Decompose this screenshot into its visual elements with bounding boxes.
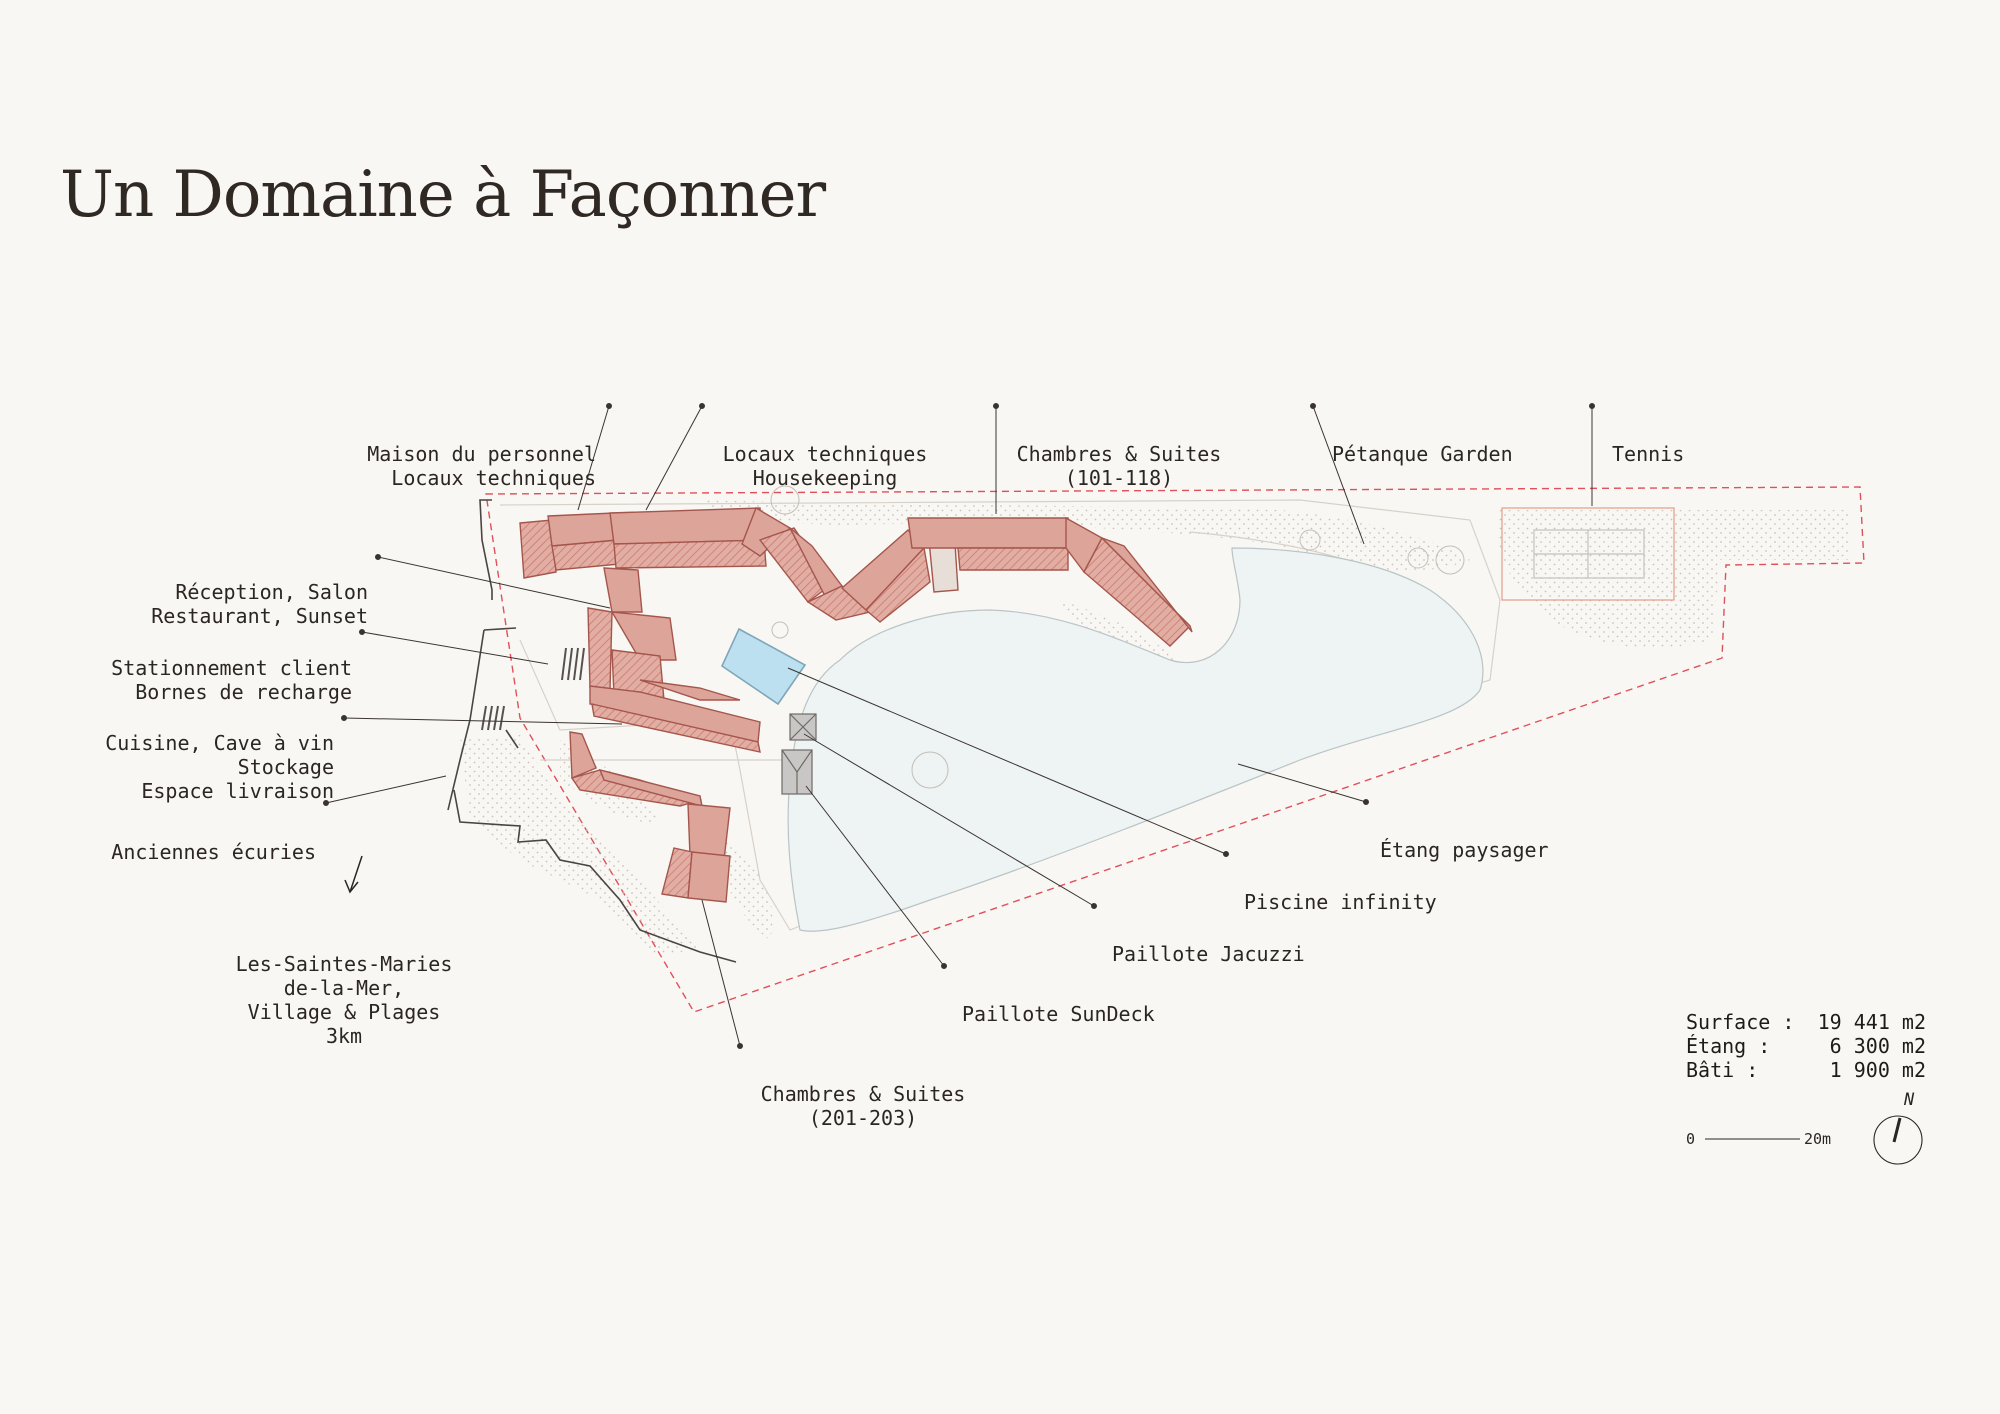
west-walls xyxy=(447,499,737,963)
landscaped-pond xyxy=(787,547,1484,932)
stat-row: Bâti :1 900 m2 xyxy=(1686,1058,1926,1082)
label-piscine-infinity: Piscine infinity xyxy=(1244,890,1437,914)
label-anciennes-ecuries: Anciennes écuries xyxy=(111,840,316,864)
label-petanque-garden: Pétanque Garden xyxy=(1332,442,1513,466)
label-chambres-201-203: Chambres & Suites(201-203) xyxy=(760,1082,966,1130)
label-paillote-jacuzzi: Paillote Jacuzzi xyxy=(1112,942,1305,966)
label-chambres-101-118: Chambres & Suites(101-118) xyxy=(1016,442,1222,490)
trees xyxy=(770,485,1465,789)
infinity-pool xyxy=(720,627,807,706)
north-label: N xyxy=(1904,1090,1915,1110)
direction-arrow xyxy=(344,855,363,894)
stat-row: Surface :19 441 m2 xyxy=(1686,1010,1926,1034)
paillotes xyxy=(781,713,817,795)
leader-lines xyxy=(323,403,1595,1049)
label-paillote-sundeck: Paillote SunDeck xyxy=(962,1002,1155,1026)
label-etang-paysager: Étang paysager xyxy=(1380,838,1549,862)
page-title: Un Domaine à Façonner xyxy=(60,158,826,232)
parking xyxy=(481,647,585,731)
scale-start: 0 xyxy=(1686,1130,1696,1148)
buildings xyxy=(519,506,1193,903)
property-boundary xyxy=(485,486,1865,1013)
scale-end: 20m xyxy=(1804,1130,1832,1148)
north-arrow-icon xyxy=(1873,1115,1923,1165)
stat-row: Étang :6 300 m2 xyxy=(1686,1034,1926,1058)
area-stats: Surface :19 441 m2 Étang :6 300 m2 Bâti … xyxy=(1686,1010,1926,1082)
label-tennis: Tennis xyxy=(1612,442,1685,466)
tennis-court xyxy=(1501,507,1675,601)
